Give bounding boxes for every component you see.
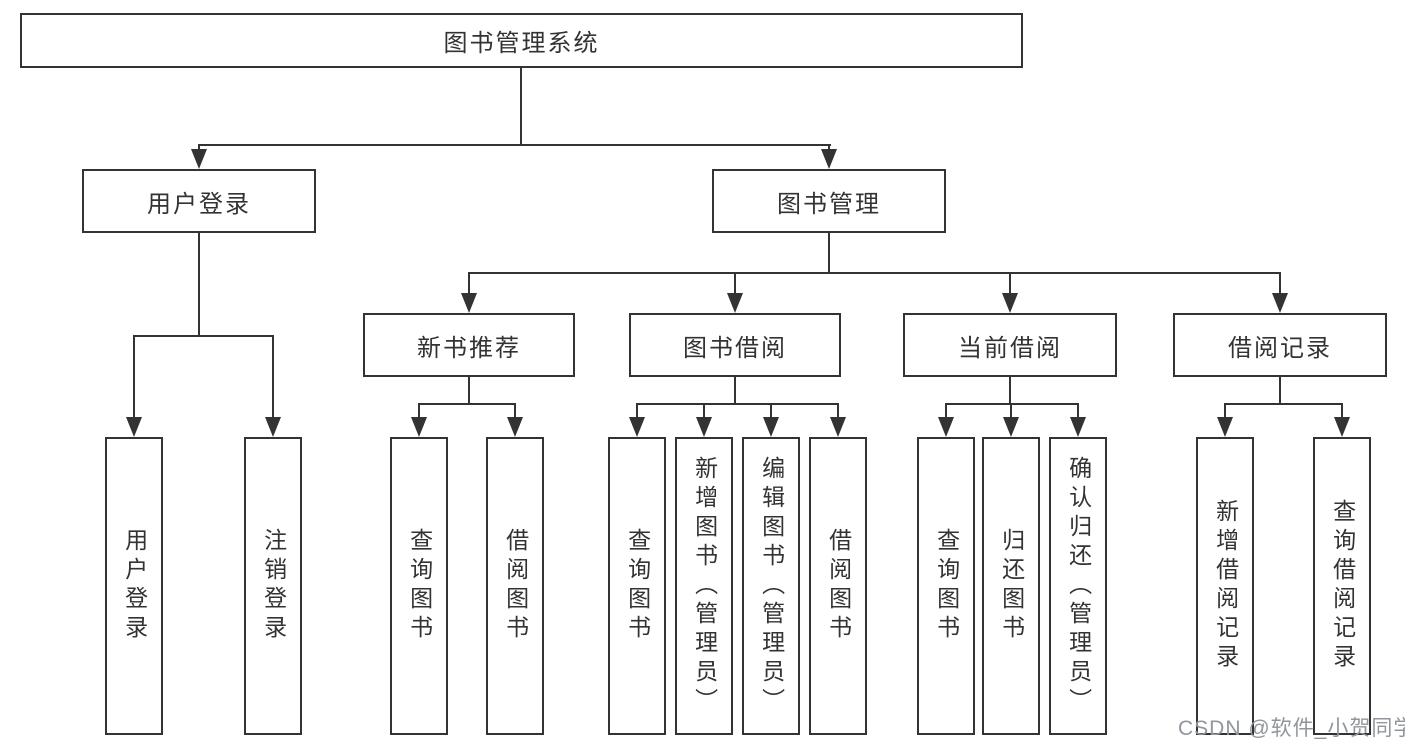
connector-line — [520, 68, 522, 146]
arrow-down-icon — [629, 417, 645, 437]
leaf-borrow-books-borrowing: 借阅图书 — [809, 437, 867, 735]
node-library-system: 图书管理系统 — [20, 13, 1023, 68]
connector-line — [1224, 403, 1226, 419]
arrow-down-icon — [1272, 293, 1288, 313]
connector-line — [636, 403, 638, 419]
connector-line — [198, 233, 200, 337]
node-label: 查询图书 — [933, 528, 960, 644]
arrow-down-icon — [461, 293, 477, 313]
arrow-down-icon — [696, 417, 712, 437]
connector-line — [514, 403, 516, 419]
node-book-borrowing: 图书借阅 — [629, 313, 841, 377]
connector-line — [1009, 377, 1011, 405]
node-label: 归还图书 — [998, 528, 1025, 644]
arrow-down-icon — [1003, 417, 1019, 437]
leaf-query-books-current: 查询图书 — [917, 437, 975, 735]
arrow-down-icon — [830, 417, 846, 437]
connector-line — [1341, 403, 1343, 419]
node-label: 新书推荐 — [417, 334, 521, 362]
connector-line — [1224, 403, 1343, 405]
leaf-add-book-admin: 新增图书（管理员） — [675, 437, 733, 735]
connector-line — [837, 403, 839, 419]
arrow-down-icon — [411, 417, 427, 437]
arrow-down-icon — [1217, 417, 1233, 437]
connector-line — [1009, 272, 1011, 295]
node-user-login: 用户登录 — [82, 169, 316, 233]
connector-line — [945, 403, 1079, 405]
node-label: 查询借阅记录 — [1329, 499, 1356, 673]
connector-line — [636, 403, 839, 405]
connector-line — [198, 144, 200, 153]
node-label: 图书管理系统 — [443, 30, 600, 57]
connector-line — [468, 272, 1281, 274]
node-label: 编辑图书（管理员） — [758, 455, 785, 717]
connector-line — [828, 233, 830, 274]
arrow-down-icon — [507, 417, 523, 437]
leaf-confirm-return-admin: 确认归还（管理员） — [1049, 437, 1107, 735]
node-label: 用户登录 — [147, 190, 251, 218]
connector-line — [133, 335, 274, 337]
leaf-return-book: 归还图书 — [982, 437, 1040, 735]
connector-line — [272, 335, 274, 419]
arrow-down-icon — [821, 149, 837, 169]
connector-line — [1010, 403, 1012, 419]
node-label: 当前借阅 — [958, 334, 1062, 362]
node-new-book-recommend: 新书推荐 — [363, 313, 575, 377]
connector-line — [468, 272, 470, 295]
leaf-query-borrow-record: 查询借阅记录 — [1313, 437, 1371, 735]
connector-line — [1279, 377, 1281, 405]
arrow-down-icon — [763, 417, 779, 437]
node-current-borrowing: 当前借阅 — [903, 313, 1117, 377]
connector-line — [734, 272, 736, 295]
connector-line — [770, 403, 772, 419]
node-label: 注销登录 — [260, 528, 287, 644]
node-label: 用户登录 — [121, 528, 148, 644]
leaf-query-books-recommend: 查询图书 — [390, 437, 448, 735]
connector-line — [468, 377, 470, 405]
connector-line — [703, 403, 705, 419]
leaf-edit-book-admin: 编辑图书（管理员） — [742, 437, 800, 735]
node-label: 借阅图书 — [825, 528, 852, 644]
leaf-query-books-borrowing: 查询图书 — [608, 437, 666, 735]
arrow-down-icon — [265, 417, 281, 437]
csdn-watermark: CSDN @软件_小贺同学 — [1178, 717, 1405, 740]
connector-line — [418, 403, 420, 419]
connector-line — [828, 144, 830, 153]
node-label: 新增借阅记录 — [1212, 499, 1239, 673]
connector-line — [133, 335, 135, 419]
node-label: 新增图书（管理员） — [691, 455, 718, 717]
node-label: 借阅记录 — [1228, 334, 1332, 362]
node-label: 借阅图书 — [502, 528, 529, 644]
leaf-add-borrow-record: 新增借阅记录 — [1196, 437, 1254, 735]
node-label: 查询图书 — [624, 528, 651, 644]
arrow-down-icon — [126, 417, 142, 437]
connector-line — [1077, 403, 1079, 419]
node-label: 图书借阅 — [683, 334, 787, 362]
leaf-logout: 注销登录 — [244, 437, 302, 735]
connector-line — [418, 403, 516, 405]
leaf-borrow-books-recommend: 借阅图书 — [486, 437, 544, 735]
connector-line — [734, 377, 736, 405]
arrow-down-icon — [938, 417, 954, 437]
arrow-down-icon — [727, 293, 743, 313]
node-label: 图书管理 — [777, 190, 881, 218]
node-label: 确认归还（管理员） — [1065, 455, 1092, 717]
arrow-down-icon — [1334, 417, 1350, 437]
node-book-management: 图书管理 — [712, 169, 946, 233]
connector-line — [945, 403, 947, 419]
connector-line — [198, 144, 831, 146]
arrow-down-icon — [191, 149, 207, 169]
node-borrowing-records: 借阅记录 — [1173, 313, 1387, 377]
connector-line — [1279, 272, 1281, 295]
arrow-down-icon — [1002, 293, 1018, 313]
leaf-user-login: 用户登录 — [105, 437, 163, 735]
node-label: 查询图书 — [406, 528, 433, 644]
arrow-down-icon — [1070, 417, 1086, 437]
